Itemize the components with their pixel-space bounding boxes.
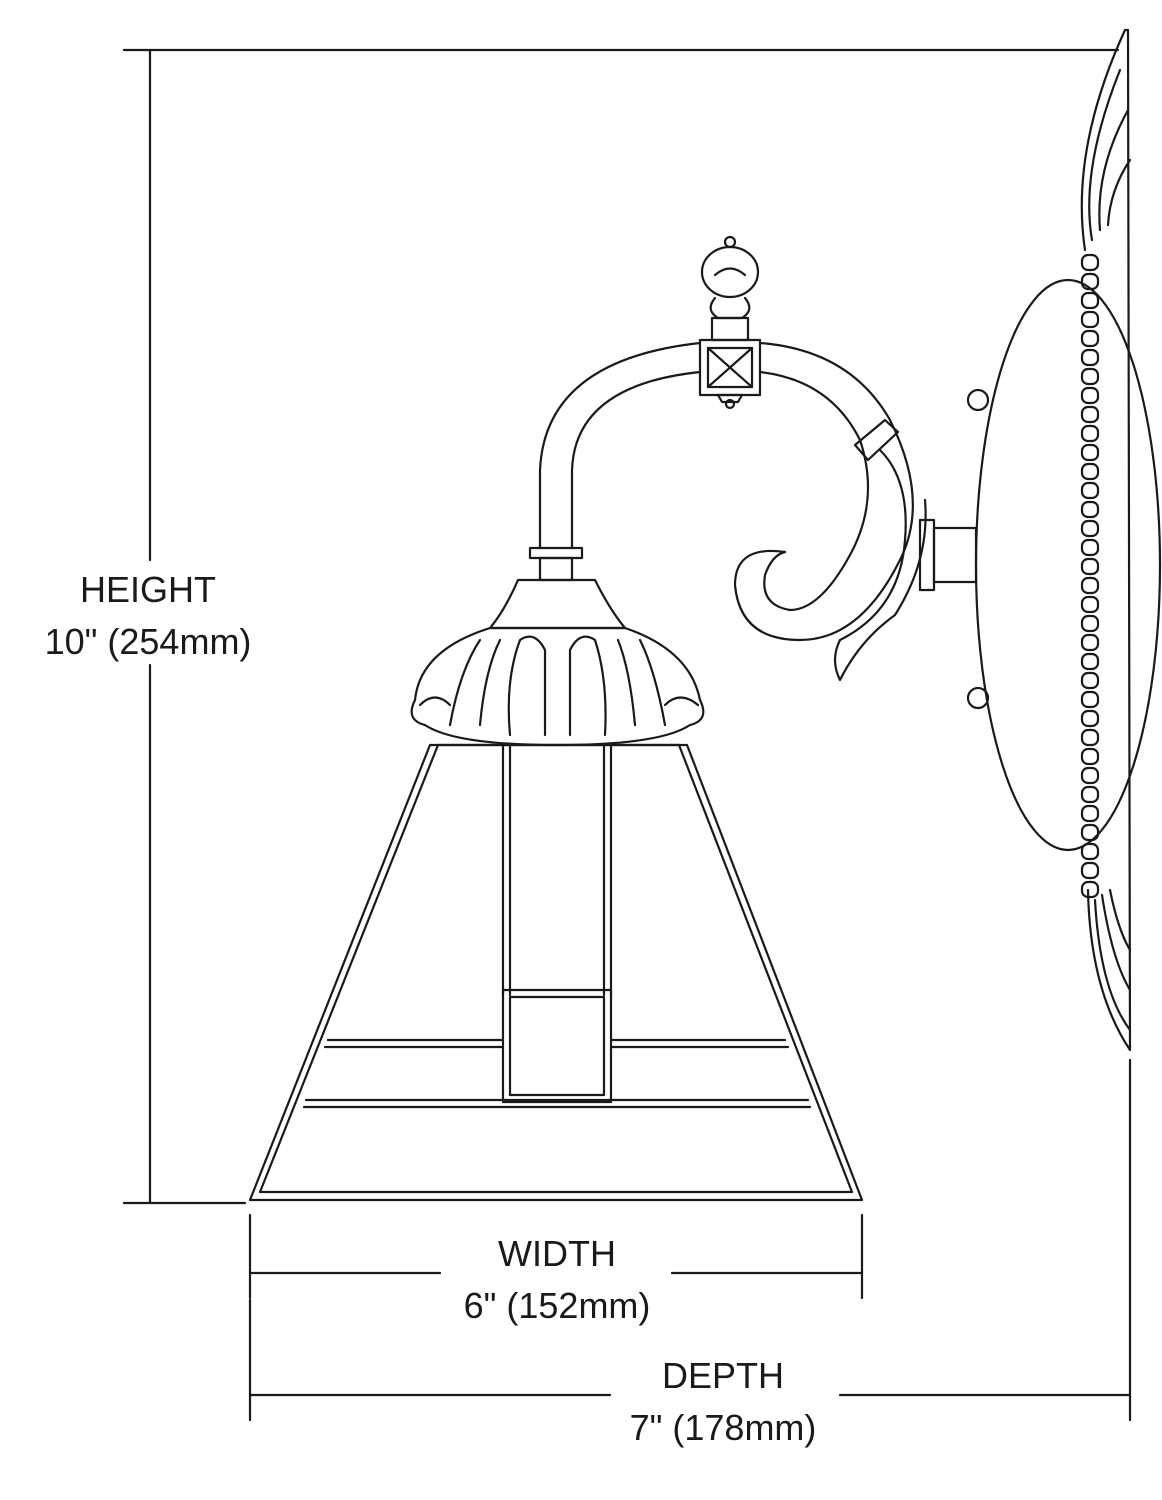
bead — [1080, 481, 1100, 500]
bead — [1080, 500, 1100, 519]
bead — [1080, 823, 1100, 842]
width-value: 6" (152mm) — [463, 1285, 651, 1326]
bead-chain — [1080, 253, 1100, 899]
bead — [1080, 310, 1100, 329]
wall-backplate — [966, 28, 1162, 1052]
width-dimension-lines — [248, 1213, 864, 1300]
height-value: 10" (254mm) — [44, 621, 252, 662]
bead — [1080, 861, 1100, 880]
shade-holder — [410, 546, 705, 747]
bead — [1080, 367, 1100, 386]
lamp-shade — [248, 743, 864, 1202]
bead — [1080, 253, 1100, 272]
arm — [538, 341, 978, 682]
bead — [1080, 671, 1100, 690]
bead — [1080, 538, 1100, 557]
height-dimension-lines — [122, 48, 1120, 1205]
finial — [698, 235, 762, 410]
width-label: WIDTH — [498, 1233, 616, 1274]
bead — [1080, 291, 1100, 310]
bead — [1080, 272, 1100, 291]
bead — [1080, 595, 1100, 614]
bead — [1080, 519, 1100, 538]
bead — [1080, 652, 1100, 671]
bead — [1080, 842, 1100, 861]
bead — [1080, 709, 1100, 728]
bead — [1080, 690, 1100, 709]
bead — [1080, 443, 1100, 462]
bead — [1080, 633, 1100, 652]
bead — [1080, 614, 1100, 633]
bead — [1080, 405, 1100, 424]
bead — [1080, 386, 1100, 405]
bead — [1080, 329, 1100, 348]
bead — [1080, 747, 1100, 766]
bead — [1080, 462, 1100, 481]
depth-dimension-lines — [248, 1058, 1132, 1422]
depth-value: 7" (178mm) — [629, 1407, 817, 1448]
height-label: HEIGHT — [79, 569, 217, 610]
bead — [1080, 785, 1100, 804]
bead — [1080, 576, 1100, 595]
bead — [1080, 557, 1100, 576]
bead — [1080, 880, 1100, 899]
bead — [1080, 424, 1100, 443]
bead — [1080, 766, 1100, 785]
depth-label: DEPTH — [661, 1355, 785, 1396]
bead — [1080, 348, 1100, 367]
bead — [1080, 728, 1100, 747]
bead — [1080, 804, 1100, 823]
